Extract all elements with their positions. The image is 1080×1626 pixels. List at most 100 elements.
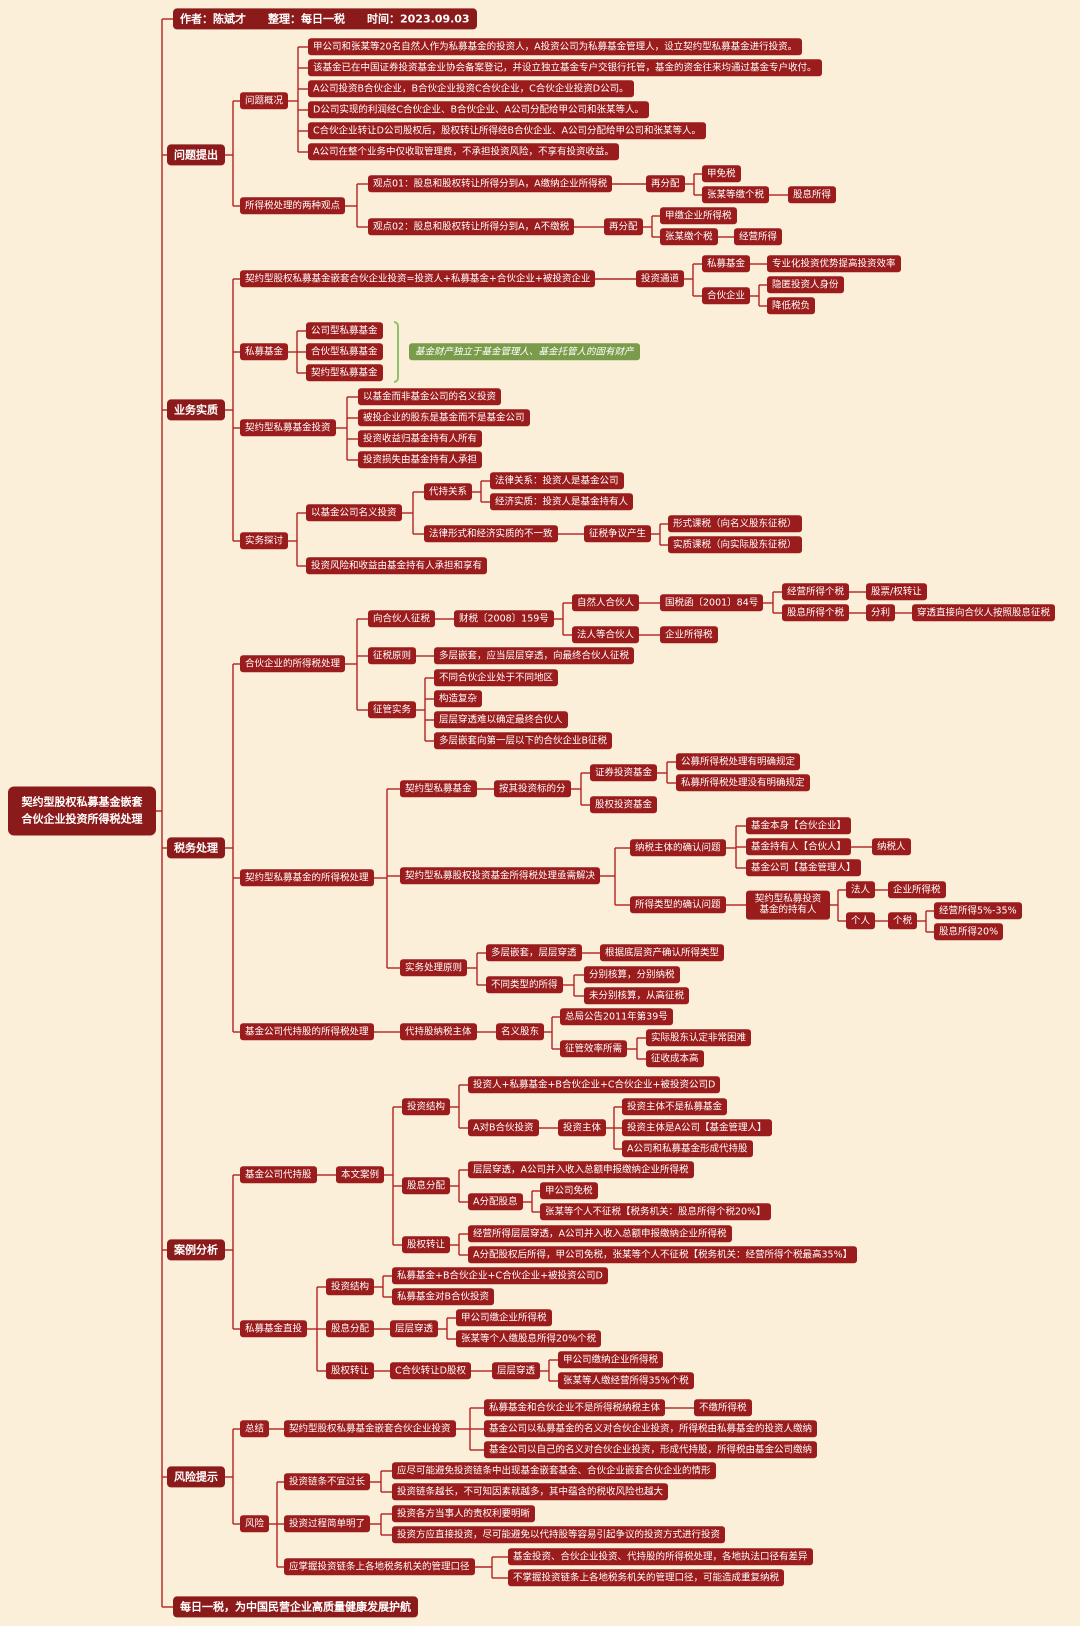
node-d2-1[interactable]: 投资结构 [326, 1278, 375, 1296]
node-b4-1a2[interactable]: 经济实质：投资人是基金持有人 [490, 493, 634, 511]
node-e1-1a1[interactable]: 不缴所得税 [694, 1399, 752, 1417]
node-a1-6[interactable]: A公司在整个业务中仅收取管理费，不承担投资风险，不享有投资收益。 [308, 143, 619, 161]
node-c3-1a1[interactable]: 总局公告2011年第39号 [560, 1008, 673, 1026]
node-d1-1a2a2[interactable]: 投资主体是A公司【基金管理人】 [622, 1119, 772, 1137]
node-a2-1a1[interactable]: 甲免税 [702, 165, 741, 183]
node-d1-1b2[interactable]: A分配股息 [468, 1193, 523, 1211]
node-e2-2[interactable]: 投资过程简单明了 [284, 1515, 371, 1533]
node-d1-1b1[interactable]: 层层穿透，A公司并入收入总额申报缴纳企业所得税 [468, 1161, 694, 1179]
node-c2-3a1[interactable]: 根据底层资产确认所得类型 [600, 944, 725, 962]
node-c1-3b[interactable]: 构造复杂 [434, 690, 483, 708]
node-d1[interactable]: 基金公司代持股 [240, 1166, 317, 1184]
node-d2-1b[interactable]: 私募基金对B合伙投资 [392, 1288, 495, 1306]
node-c3-1a[interactable]: 名义股东 [496, 1023, 545, 1041]
node-d1-1b2b[interactable]: 张某等个人不征税【税务机关：股息所得个税20%】 [540, 1203, 771, 1221]
node-c1-3a[interactable]: 不同合伙企业处于不同地区 [434, 669, 559, 687]
node-e2-3b[interactable]: 不掌握投资链条上各地税务机关的管理口径，可能造成重复纳税 [508, 1569, 785, 1587]
node-d1-1a2[interactable]: A对B合伙投资 [468, 1119, 539, 1137]
node-b4-1b[interactable]: 法律形式和经济实质的不一致 [424, 525, 558, 543]
node-c1-3c[interactable]: 层层穿透难以确定最终合伙人 [434, 711, 568, 729]
node-b4-2[interactable]: 投资风险和收益由基金持有人承担和享有 [306, 557, 488, 575]
node-c3[interactable]: 基金公司代持股的所得税处理 [240, 1023, 374, 1041]
node-e2-1b[interactable]: 投资链条越长，不可知因素就越多，其中蕴含的税收风险也越大 [392, 1483, 669, 1501]
node-m3[interactable]: 税务处理 [167, 837, 225, 859]
node-b2-3[interactable]: 契约型私募基金 [306, 364, 383, 382]
node-m1[interactable]: 问题提出 [167, 144, 225, 166]
node-b1a1a[interactable]: 专业化投资优势提高投资效率 [767, 255, 901, 273]
node-c2-2a2a[interactable]: 纳税人 [872, 838, 911, 856]
node-a1[interactable]: 问题概况 [240, 92, 289, 110]
node-d1-1a2a3[interactable]: A公司和私募基金形成代持股 [622, 1140, 753, 1158]
node-d2-3a1[interactable]: 层层穿透 [492, 1362, 541, 1380]
node-b2-1[interactable]: 公司型私募基金 [306, 322, 383, 340]
node-d1-1a2a[interactable]: 投资主体 [558, 1119, 607, 1137]
node-c1[interactable]: 合伙企业的所得税处理 [240, 655, 346, 673]
node-c1-3[interactable]: 征管实务 [368, 701, 417, 719]
node-d2-2a1[interactable]: 甲公司缴企业所得税 [456, 1309, 552, 1327]
node-c2-3[interactable]: 实务处理原则 [400, 959, 468, 977]
node-b1a2b[interactable]: 降低税负 [767, 297, 816, 315]
node-e1-1c[interactable]: 基金公司以自己的名义对合伙企业投资，形成代持股，所得税由基金公司缴纳 [484, 1441, 818, 1459]
node-c1-1a1[interactable]: 自然人合伙人 [572, 594, 640, 612]
node-d1-1b[interactable]: 股息分配 [402, 1177, 451, 1195]
node-a2-1a[interactable]: 再分配 [646, 175, 685, 193]
node-e2[interactable]: 风险 [240, 1515, 270, 1533]
node-d1-1b2a[interactable]: 甲公司免税 [540, 1182, 598, 1200]
node-c2-3b2[interactable]: 未分别核算，从高征税 [584, 987, 690, 1005]
node-c2-2b1a[interactable]: 法人 [846, 881, 876, 899]
node-c2-2b1b1[interactable]: 个税 [888, 912, 918, 930]
node-c2-2b1b1b[interactable]: 股息所得20% [934, 923, 1004, 941]
node-b3-1[interactable]: 以基金而非基金公司的名义投资 [358, 388, 502, 406]
node-c1-1a1a2a[interactable]: 分利 [866, 604, 896, 622]
node-b2[interactable]: 私募基金 [240, 343, 289, 361]
node-c2-2a2[interactable]: 基金持有人【合伙人】 [746, 838, 852, 856]
node-c1-1a[interactable]: 财税〔2008〕159号 [454, 610, 554, 628]
node-d2-3a1b[interactable]: 张某等人缴经营所得35%个税 [558, 1372, 694, 1390]
node-d1-1a[interactable]: 投资结构 [402, 1098, 451, 1116]
node-c3-1a2b[interactable]: 征收成本高 [646, 1050, 704, 1068]
node-a2-2a2a[interactable]: 经营所得 [734, 228, 783, 246]
node-c1-1a1a1a[interactable]: 股票/权转让 [866, 583, 927, 601]
node-a2-2[interactable]: 观点02：股息和股权转让所得分到A，A不缴税 [368, 218, 575, 236]
node-c1-3d[interactable]: 多层嵌套向第一层以下的合伙企业B征税 [434, 732, 613, 750]
node-c2-3b[interactable]: 不同类型的所得 [486, 976, 563, 994]
node-b4-1[interactable]: 以基金公司名义投资 [306, 504, 402, 522]
node-c3-1[interactable]: 代持股纳税主体 [400, 1023, 477, 1041]
node-e2-1a[interactable]: 应尽可能避免投资链条中出现基金嵌套基金、合伙企业嵌套合伙企业的情形 [392, 1462, 716, 1480]
node-d2-3a[interactable]: C合伙转让D股权 [390, 1362, 471, 1380]
root-node[interactable]: 契约型股权私募基金嵌套合伙企业投资所得税处理 [8, 786, 156, 836]
node-c1-1a1a[interactable]: 国税函〔2001〕84号 [660, 594, 764, 612]
node-c1-1a1a2b[interactable]: 穿透直接向合伙人按照股息征税 [912, 604, 1056, 622]
node-b4-1b1b[interactable]: 实质课税（向实际股东征税） [668, 536, 802, 554]
node-c1-1a2[interactable]: 法人等合伙人 [572, 626, 640, 644]
node-a1-3[interactable]: A公司投资B合伙企业，B合伙企业投资C合伙企业，C合伙企业投资D公司。 [308, 80, 634, 98]
node-c2-2[interactable]: 契约型私募股权投资基金所得税处理亟需解决 [400, 867, 601, 885]
node-c1-1[interactable]: 向合伙人征税 [368, 610, 436, 628]
node-d1-1a1[interactable]: 投资人+私募基金+B合伙企业+C合伙企业+被投资公司D [468, 1076, 721, 1094]
node-c1-1a2a[interactable]: 企业所得税 [660, 626, 718, 644]
node-d1-1c2[interactable]: A分配股权后所得，甲公司免税，张某等个人不征税【税务机关：经营所得个税最高35%… [468, 1246, 858, 1264]
node-b1a2[interactable]: 合伙企业 [702, 287, 751, 305]
node-c2-3a[interactable]: 多层嵌套，层层穿透 [486, 944, 582, 962]
node-e2-3[interactable]: 应掌握投资链条上各地税务机关的管理口径 [284, 1558, 475, 1576]
node-c2-2b1b[interactable]: 个人 [846, 912, 876, 930]
node-b1a1[interactable]: 私募基金 [702, 255, 751, 273]
node-a2-2a2[interactable]: 张某缴个税 [660, 228, 718, 246]
node-c1-2[interactable]: 征税原则 [368, 647, 417, 665]
node-d1-1[interactable]: 本文案例 [336, 1166, 385, 1184]
node-m5[interactable]: 风险提示 [167, 1466, 225, 1488]
node-b3[interactable]: 契约型私募基金投资 [240, 419, 336, 437]
node-c2-2b[interactable]: 所得类型的确认问题 [630, 896, 726, 914]
node-b4-1b1[interactable]: 征税争议产生 [584, 525, 652, 543]
node-e1-1a[interactable]: 私募基金和合伙企业不是所得税纳税主体 [484, 1399, 666, 1417]
node-c2-1a2[interactable]: 股权投资基金 [590, 796, 658, 814]
node-c3-1a2a[interactable]: 实际股东认定非常困难 [646, 1029, 752, 1047]
node-a1-5[interactable]: C合伙企业转让D公司股权后，股权转让所得经B合伙企业、A公司分配给甲公司和张某等… [308, 122, 706, 140]
node-a1-1[interactable]: 甲公司和张某等20名自然人作为私募基金的投资人，A投资公司为私募基金管理人，设立… [308, 38, 803, 56]
node-b2-2[interactable]: 合伙型私募基金 [306, 343, 383, 361]
node-b1a2a[interactable]: 隐匿投资人身份 [767, 276, 844, 294]
node-c1-2a[interactable]: 多层嵌套，应当层层穿透，向最终合伙人征税 [434, 647, 635, 665]
node-c2-1a[interactable]: 按其投资标的分 [494, 780, 571, 798]
node-d1-1c[interactable]: 股权转让 [402, 1236, 451, 1254]
node-a1-4[interactable]: D公司实现的利润经C合伙企业、B合伙企业、A公司分配给甲公司和张某等人。 [308, 101, 649, 119]
